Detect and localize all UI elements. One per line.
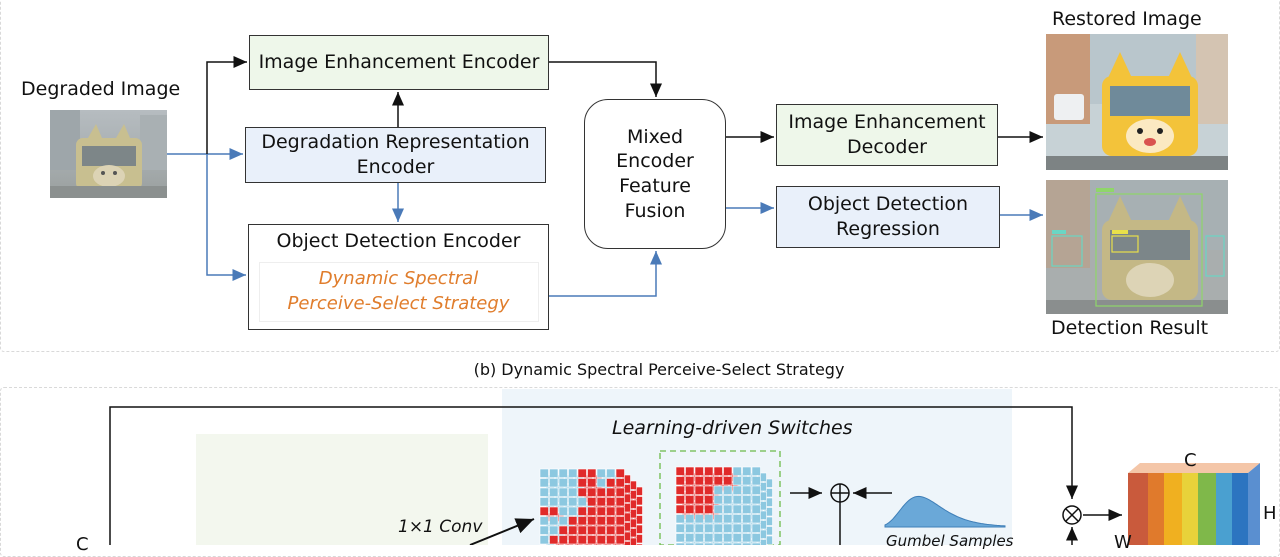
image-enhancement-encoder-box: Image Enhancement Encoder bbox=[249, 35, 549, 90]
panel-a-arrows bbox=[167, 56, 1043, 297]
panel-b-caption: (b) Dynamic Spectral Perceive-Select Str… bbox=[473, 360, 845, 379]
switch-grid-1 bbox=[539, 468, 643, 545]
degradation-representation-encoder-label: Degradation Representation Encoder bbox=[261, 131, 530, 178]
dynamic-strategy-label: Dynamic Spectral Perceive-Select Strateg… bbox=[287, 268, 510, 314]
detection-image bbox=[1046, 180, 1228, 314]
image-enhancement-decoder-box: Image Enhancement Decoder bbox=[776, 104, 998, 166]
switches-label: Learning-driven Switches bbox=[612, 417, 853, 439]
object-detection-regression-box: Object Detection Regression bbox=[776, 186, 1000, 248]
feature-cube bbox=[1128, 463, 1260, 545]
degradation-representation-encoder-box: Degradation Representation Encoder bbox=[245, 127, 546, 183]
detection-result-label: Detection Result bbox=[1051, 317, 1209, 339]
degraded-image bbox=[50, 110, 167, 198]
left-block bbox=[196, 434, 488, 545]
panel-b-graphics bbox=[109, 406, 1260, 545]
object-detection-encoder-box: Object Detection Encoder Dynamic Spectra… bbox=[248, 224, 549, 330]
restored-image-label: Restored Image bbox=[1052, 8, 1202, 30]
dim-w-label: W bbox=[1114, 532, 1132, 553]
conv-label: 1×1 Conv bbox=[398, 517, 483, 537]
gumbel-histogram bbox=[884, 495, 1006, 528]
dim-c-label: C bbox=[1184, 450, 1197, 471]
restored-image bbox=[1046, 34, 1228, 170]
gumbel-label: Gumbel Samples bbox=[886, 532, 1014, 550]
multiply-icon bbox=[1062, 505, 1082, 525]
image-enhancement-encoder-label: Image Enhancement Encoder bbox=[258, 51, 540, 74]
mixed-encoder-fusion-label: Mixed Encoder Feature Fusion bbox=[616, 125, 694, 222]
degraded-image-label: Degraded Image bbox=[21, 78, 181, 100]
dynamic-strategy-box: Dynamic Spectral Perceive-Select Strateg… bbox=[258, 261, 539, 322]
dim-h-label: H bbox=[1263, 503, 1277, 524]
mixed-encoder-fusion-box: Mixed Encoder Feature Fusion bbox=[584, 99, 726, 249]
object-detection-encoder-label: Object Detection Encoder bbox=[276, 230, 521, 252]
switch-grid-2 bbox=[675, 466, 773, 545]
object-detection-regression-label: Object Detection Regression bbox=[807, 193, 969, 240]
image-enhancement-decoder-label: Image Enhancement Decoder bbox=[788, 111, 986, 158]
